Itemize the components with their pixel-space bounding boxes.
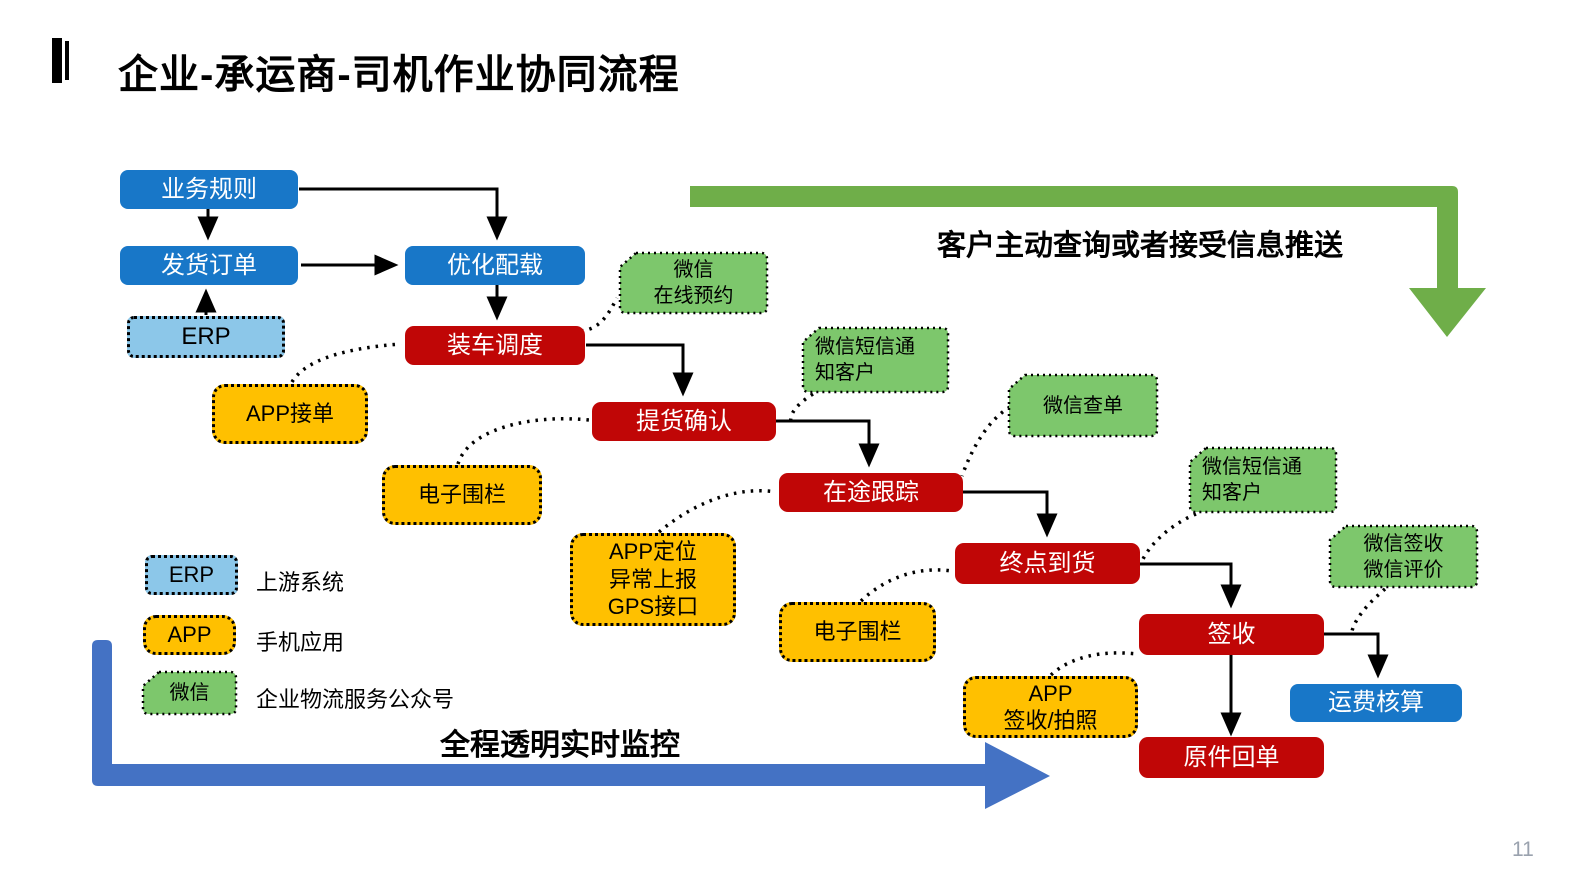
flow-node-pickup-confirm: 提货确认	[592, 402, 776, 441]
legend-wechat-swatch: 微信	[169, 682, 210, 704]
legend-erp-label: 上游系统	[256, 570, 345, 595]
note-efence-1: 电子围栏	[382, 465, 542, 525]
arrow-business-rules-to-optimize-load	[299, 187, 508, 241]
arrow-loading-dispatch-to-pickup-confirm	[586, 343, 694, 397]
flow-node-freight-settlement: 运费核算	[1290, 684, 1462, 722]
wechat-note-sign-review-shape	[1328, 524, 1479, 589]
flow-node-original-receipt: 原件回单	[1139, 737, 1324, 778]
wechat-note-online-booking: 微信 在线预约	[653, 259, 734, 307]
wechat-note-notify-customer-2: 微信短信通 知客户	[1202, 456, 1302, 504]
wechat-note-check-order: 微信查单	[1043, 394, 1123, 417]
flow-node-optimize-load: 优化配载	[405, 246, 585, 285]
blue-monitoring-arrow	[92, 640, 1050, 809]
arrow-pickup-confirm-to-in-transit	[776, 419, 880, 468]
link-wechat-sign-to-flow	[1350, 587, 1387, 632]
legend-app-swatch: APP	[143, 615, 236, 655]
link-app-take-order-to-loading-dispatch	[290, 342, 402, 383]
green-customer-arrow	[690, 186, 1486, 337]
link-wechat-notify1-to-flow	[788, 392, 814, 424]
wechat-note-sign-review: 微信签收 微信评价	[1363, 532, 1444, 581]
page-title: 企业-承运商-司机作业协同流程	[118, 53, 680, 97]
wechat-note-check-order-shape	[1007, 373, 1159, 438]
note-app-sign-photo: APP 签收/拍照	[963, 676, 1138, 738]
title-marker-thin	[65, 41, 69, 80]
flow-node-sign-receipt: 签收	[1139, 614, 1324, 655]
legend-wechat-swatch-shape	[141, 670, 238, 716]
flow-node-erp: ERP	[127, 316, 285, 358]
arrow-arrival-to-sign	[1140, 562, 1242, 609]
note-app-gps: APP定位 异常上报 GPS接口	[570, 533, 736, 626]
arrow-sign-to-freight	[1324, 632, 1389, 679]
legend-erp-swatch: ERP	[145, 555, 238, 595]
link-wechat-check-to-in-transit	[960, 405, 1011, 477]
wechat-note-online-booking-shape	[618, 251, 769, 315]
monitoring-banner: 全程透明实时监控	[440, 729, 680, 762]
title-marker-thick	[52, 38, 62, 83]
flow-node-loading-dispatch: 装车调度	[405, 326, 585, 365]
customer-query-banner: 客户主动查询或者接受信息推送	[936, 230, 1343, 262]
note-efence-2: 电子围栏	[779, 602, 936, 662]
wechat-note-notify2-shape	[1188, 446, 1338, 514]
page-number: 11	[1512, 838, 1534, 861]
flow-node-terminal-arrival: 终点到货	[955, 543, 1140, 584]
arrow-in-transit-to-arrival	[963, 490, 1058, 538]
note-app-take-order: APP接单	[212, 384, 368, 444]
flow-node-business-rules: 业务规则	[120, 170, 298, 209]
link-efence1-to-pickup-confirm	[456, 417, 590, 465]
legend-app-label: 手机应用	[256, 630, 345, 655]
link-efence2-to-arrival	[859, 568, 953, 603]
wechat-note-notify-customer-1: 微信短信通 知客户	[815, 336, 915, 384]
flow-node-in-transit: 在途跟踪	[779, 473, 963, 512]
link-wechat-notify2-to-arrival	[1140, 512, 1197, 562]
legend-wechat-label: 企业物流服务公众号	[256, 687, 455, 712]
flow-node-shipping-order: 发货订单	[120, 246, 298, 285]
wechat-note-notify1-shape	[801, 326, 950, 394]
